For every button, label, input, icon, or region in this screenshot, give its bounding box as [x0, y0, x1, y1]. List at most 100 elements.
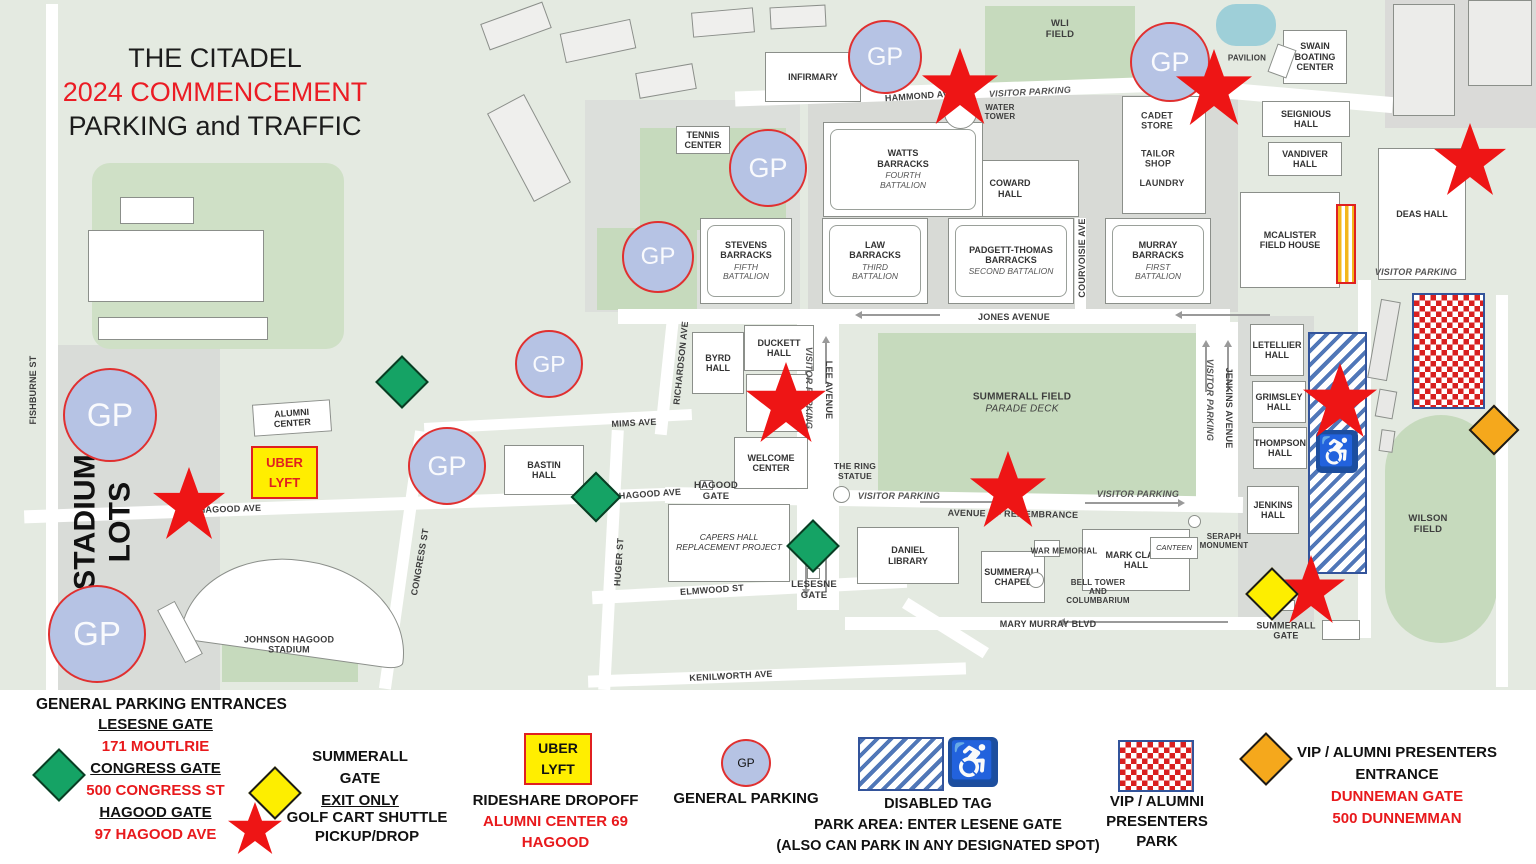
huger-st-road: [598, 429, 624, 690]
unlabeled-building: [1468, 0, 1532, 86]
unlabeled-building: [691, 7, 755, 38]
legend-golf-cart-line2: PICKUP/DROP: [314, 828, 420, 845]
title-line-3: PARKING and TRAFFIC: [68, 110, 362, 141]
unlabeled-building: [486, 93, 572, 203]
arrow-head: [1175, 311, 1182, 319]
thompson-hall-label: THOMPSON HALL: [1254, 437, 1307, 458]
legend-golf-cart-line1: GOLF CART SHUTTLE: [286, 809, 448, 826]
street-fishburne: FISHBURNE ST: [27, 355, 38, 425]
tennis-center-label: TENNIS CENTER: [684, 129, 722, 150]
coward-hall-label: COWARD HALL: [989, 178, 1031, 199]
disabled-wheelchair-icon: ♿: [1316, 430, 1358, 473]
arrow-shaft: [805, 552, 807, 589]
seignious-hall-label: SEIGNIOUS HALL: [1280, 108, 1331, 129]
legend-general-parking-label: GENERAL PARKING: [673, 790, 819, 807]
stevens-barracks-label: STEVENS BARRACKS: [720, 239, 772, 261]
legend-vip-entrance: VIP / ALUMNI PRESENTERS ENTRANCE DUNNEMA…: [1258, 742, 1536, 830]
mcalister-loading-stripes: [1336, 204, 1356, 284]
seignious-hall: SEIGNIOUS HALL: [1262, 101, 1350, 137]
murray-barracks-battalion-label: FIRST BATTALION: [1135, 261, 1181, 282]
road-arrow: [1224, 340, 1232, 392]
capers-hall: CAPERS HALL REPLACEMENT PROJECT: [668, 504, 790, 582]
legend-summerall-gate: SUMMERALL GATE EXIT ONLY: [290, 746, 430, 812]
unlabeled-building: [559, 18, 637, 64]
legend-rideshare-title: RIDESHARE DROPOFF: [472, 792, 639, 809]
unlabeled-building: [769, 4, 827, 30]
legend-gate-address: 97 HAGOOD AVE: [94, 826, 217, 843]
deas-hall-label: DEAS HALL: [1396, 208, 1448, 219]
law-barracks-frame: [829, 225, 921, 297]
tennis-center: TENNIS CENTER: [676, 126, 730, 154]
infirmary-label: INFIRMARY: [788, 71, 838, 82]
street-congress: CONGRESS ST: [409, 527, 431, 597]
daniel-library: DANIEL LIBRARY: [857, 527, 959, 584]
road-arrow: [855, 311, 940, 319]
hagood-gate-marker: [700, 480, 713, 490]
road-arrow: [1085, 499, 1185, 507]
welcome-center-label: WELCOME CENTER: [747, 452, 795, 473]
jenkins-hall: JENKINS HALL: [1247, 486, 1299, 534]
letellier-hall: LETELLIER HALL: [1250, 324, 1304, 376]
rideshare-dropoff-map-box: UBER LYFT: [251, 446, 318, 499]
arrow-shaft: [1085, 502, 1178, 504]
arrow-head: [802, 589, 810, 596]
bastin-hall-label: BASTIN HALL: [527, 459, 561, 480]
canteen-label: CANTEEN: [1156, 542, 1192, 552]
general-parking-zone: GP: [848, 20, 922, 94]
pond: [1216, 4, 1276, 46]
courvoisie-ave-road: [1075, 218, 1086, 312]
legend-vip-entrance-address: 500 DUNNEMMAN: [1332, 810, 1462, 827]
duckett-hall: DUCKETT HALL: [744, 325, 814, 371]
field-wli: [985, 6, 1135, 88]
arrow-head: [1178, 499, 1185, 507]
legend-general-parking-entrances-title: GENERAL PARKING ENTRANCES: [36, 696, 287, 713]
legend-disabled-line3: (ALSO CAN PARK IN ANY DESIGNATED SPOT): [776, 838, 1100, 854]
unlabeled-building: [635, 63, 697, 99]
congress-gate-entrance-diamond: [375, 355, 429, 409]
bell-tower-icon: [1028, 572, 1044, 588]
title-line-1: THE CITADEL: [128, 43, 302, 73]
grimsley-hall: GRIMSLEY HALL: [1252, 381, 1306, 423]
unlabeled-building: [1393, 4, 1455, 116]
legend-vip-park: VIP / ALUMNI PRESENTERS PARK: [1087, 792, 1227, 852]
arrow-shaft: [1227, 347, 1229, 392]
wheelchair-icon: ♿: [948, 737, 998, 787]
watts-barracks-battalion-label: FOURTH BATTALION: [880, 170, 926, 190]
label-pavilion: PAVILION: [1227, 53, 1267, 63]
byrd-hall: BYRD HALL: [692, 332, 744, 394]
canteen: CANTEEN: [1150, 537, 1198, 559]
infirmary: INFIRMARY: [765, 52, 861, 102]
vip-presenters-park-icon: [1118, 740, 1194, 792]
legend-golf-cart: GOLF CART SHUTTLE PICKUP/DROP: [282, 808, 452, 846]
right-edge-road: [1496, 295, 1508, 687]
war-memorial-marker: [1034, 540, 1060, 557]
arrow-head: [1202, 340, 1210, 347]
jenkins-ave-road: [1196, 322, 1238, 507]
general-parking-zone: GP: [515, 330, 583, 398]
stevens-barracks-battalion-label: FIFTH BATTALION: [723, 261, 769, 282]
legend-vip-entrance-line2: ENTRANCE: [1355, 766, 1439, 783]
stevens-barracks-frame: [707, 225, 785, 297]
legend-gate-address: 171 MOUTLRIE: [101, 738, 210, 755]
jenkins-hall-label: JENKINS HALL: [1253, 499, 1293, 520]
daniel-library-label: DANIEL LIBRARY: [888, 545, 928, 566]
legend-disabled-line2: PARK AREA: ENTER LESENE GATE: [814, 817, 1062, 833]
law-barracks-label: LAW BARRACKS: [849, 239, 901, 261]
label-ring-statue: THE RING STATUE: [833, 461, 877, 481]
rideshare-uber-lyft-icon: UBER LYFT: [524, 733, 592, 785]
map-title: THE CITADEL 2024 COMMENCEMENT PARKING an…: [55, 42, 375, 143]
general-parking-zone: GP: [729, 129, 807, 207]
legend-gate-name: HAGOOD GATE: [99, 804, 212, 821]
mcalister-field-house: MCALISTER FIELD HOUSE: [1240, 192, 1340, 288]
campus-map: THE CITADEL 2024 COMMENCEMENT PARKING an…: [0, 0, 1536, 690]
unlabeled-building: [88, 230, 264, 302]
legend-summerall-gate-note: EXIT ONLY: [321, 792, 399, 809]
legend-summerall-gate-title: SUMMERALL GATE: [312, 748, 408, 787]
watts-barracks-label: WATTS BARRACKS: [877, 148, 929, 169]
murray-barracks-frame: [1112, 225, 1204, 297]
arrow-shaft: [825, 555, 827, 592]
